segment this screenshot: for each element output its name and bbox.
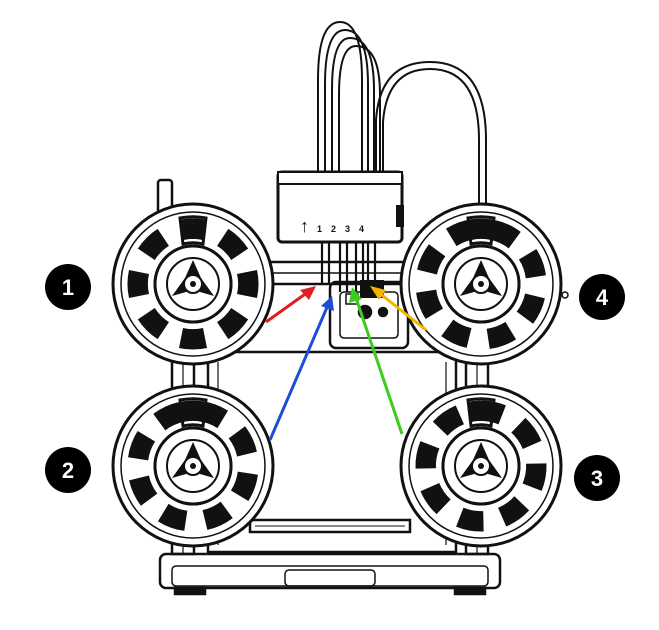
badge-spool-2: 2	[45, 447, 91, 493]
filament-tubes	[317, 20, 487, 210]
badge-spool-4-label: 4	[596, 285, 609, 310]
spool-3	[399, 384, 563, 548]
badge-spool-1: 1	[45, 264, 91, 310]
hub-arrow-glyph: ↑	[300, 216, 309, 236]
hub-output-tubes	[320, 242, 384, 305]
hub-port-label-1: 1	[317, 224, 322, 234]
badge-spool-3-label: 3	[591, 466, 603, 491]
hub-port-label-3: 3	[345, 224, 350, 234]
badge-spool-2-label: 2	[62, 458, 74, 483]
spool-1	[111, 202, 275, 366]
arrow-spool-3	[349, 287, 404, 435]
side-knob	[561, 291, 569, 299]
hub-port-label-2: 2	[331, 224, 336, 234]
badge-spool-1-label: 1	[62, 275, 74, 300]
spool-2	[111, 384, 275, 548]
arrow-spool-2	[268, 296, 334, 441]
filament-hub: ↑ 1 2 3 4	[276, 170, 404, 244]
hub-port-label-4: 4	[359, 224, 364, 234]
arrow-spool-1	[265, 286, 316, 324]
spool-4	[399, 202, 563, 366]
badge-spool-4: 4	[579, 274, 625, 320]
arrow-spool-4	[370, 286, 427, 332]
badge-spool-3: 3	[574, 455, 620, 501]
